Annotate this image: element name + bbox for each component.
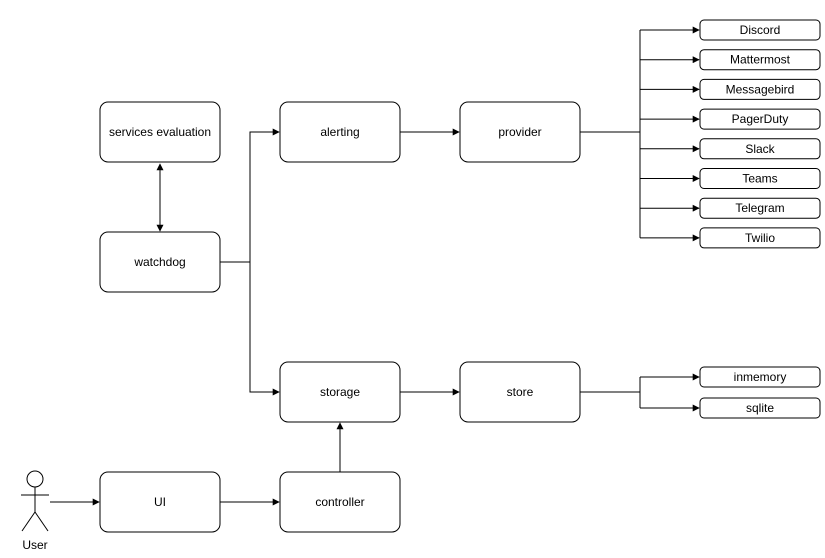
pill-box <box>699 138 821 160</box>
stores-item-inmemory[interactable]: inmemory <box>699 366 821 388</box>
provider-list: DiscordMattermostMessagebirdPagerDutySla… <box>699 19 821 249</box>
providers-item-discord[interactable]: Discord <box>699 19 821 41</box>
store-list: inmemory sqlite <box>699 366 821 419</box>
node-label: provider <box>498 125 541 139</box>
node-label: controller <box>315 495 364 509</box>
pill-box <box>699 19 821 41</box>
pill-box <box>699 227 821 249</box>
pill-box <box>699 197 821 219</box>
pill-label: Discord <box>740 23 781 37</box>
edge-watchdog-storage <box>249 262 280 396</box>
node-label: services evaluation <box>109 125 211 139</box>
node-alerting[interactable]: alerting <box>279 101 401 163</box>
providers-item-messagebird[interactable]: Messagebird <box>699 78 821 100</box>
edge-watchdog-alerting <box>220 128 280 263</box>
pill-box <box>699 366 821 388</box>
pill-box <box>699 397 821 419</box>
connectors <box>50 26 700 506</box>
pill-box <box>699 108 821 130</box>
node-watchdog[interactable]: watchdog <box>99 231 221 293</box>
providers-item-teams[interactable]: Teams <box>699 168 821 189</box>
providers-item-telegram[interactable]: Telegram <box>699 197 821 219</box>
provider-fan <box>580 26 700 242</box>
pill-label: Twilio <box>745 231 775 245</box>
pill-label: PagerDuty <box>732 112 789 126</box>
providers-item-slack[interactable]: Slack <box>699 138 821 160</box>
pill-box <box>699 78 821 100</box>
node-services-evaluation[interactable]: services evaluation <box>99 101 221 163</box>
providers-item-mattermost[interactable]: Mattermost <box>699 49 821 71</box>
store-fan <box>580 373 700 412</box>
pill-label: Teams <box>742 172 777 186</box>
pill-label: Mattermost <box>730 53 791 67</box>
pill-box <box>699 168 821 189</box>
node-store[interactable]: store <box>459 361 581 423</box>
node-label: UI <box>154 495 166 509</box>
stick-figure-icon <box>21 470 49 532</box>
node-label: alerting <box>320 125 359 139</box>
stores-item-sqlite[interactable]: sqlite <box>699 397 821 419</box>
node-controller[interactable]: controller <box>279 471 401 533</box>
providers-item-pagerduty[interactable]: PagerDuty <box>699 108 821 130</box>
pill-label: Telegram <box>735 201 784 215</box>
pill-label: Slack <box>745 142 775 156</box>
node-label: storage <box>320 385 360 399</box>
node-provider[interactable]: provider <box>459 101 581 163</box>
user-actor[interactable]: User <box>21 470 49 552</box>
pill-box <box>699 49 821 71</box>
pill-label: Messagebird <box>726 82 795 96</box>
user-label: User <box>22 538 47 552</box>
node-label: watchdog <box>133 255 185 269</box>
node-label: store <box>507 385 534 399</box>
node-ui[interactable]: UI <box>99 471 221 533</box>
node-storage[interactable]: storage <box>279 361 401 423</box>
pill-label: sqlite <box>746 401 774 415</box>
providers-item-twilio[interactable]: Twilio <box>699 227 821 249</box>
pill-label: inmemory <box>734 370 787 384</box>
